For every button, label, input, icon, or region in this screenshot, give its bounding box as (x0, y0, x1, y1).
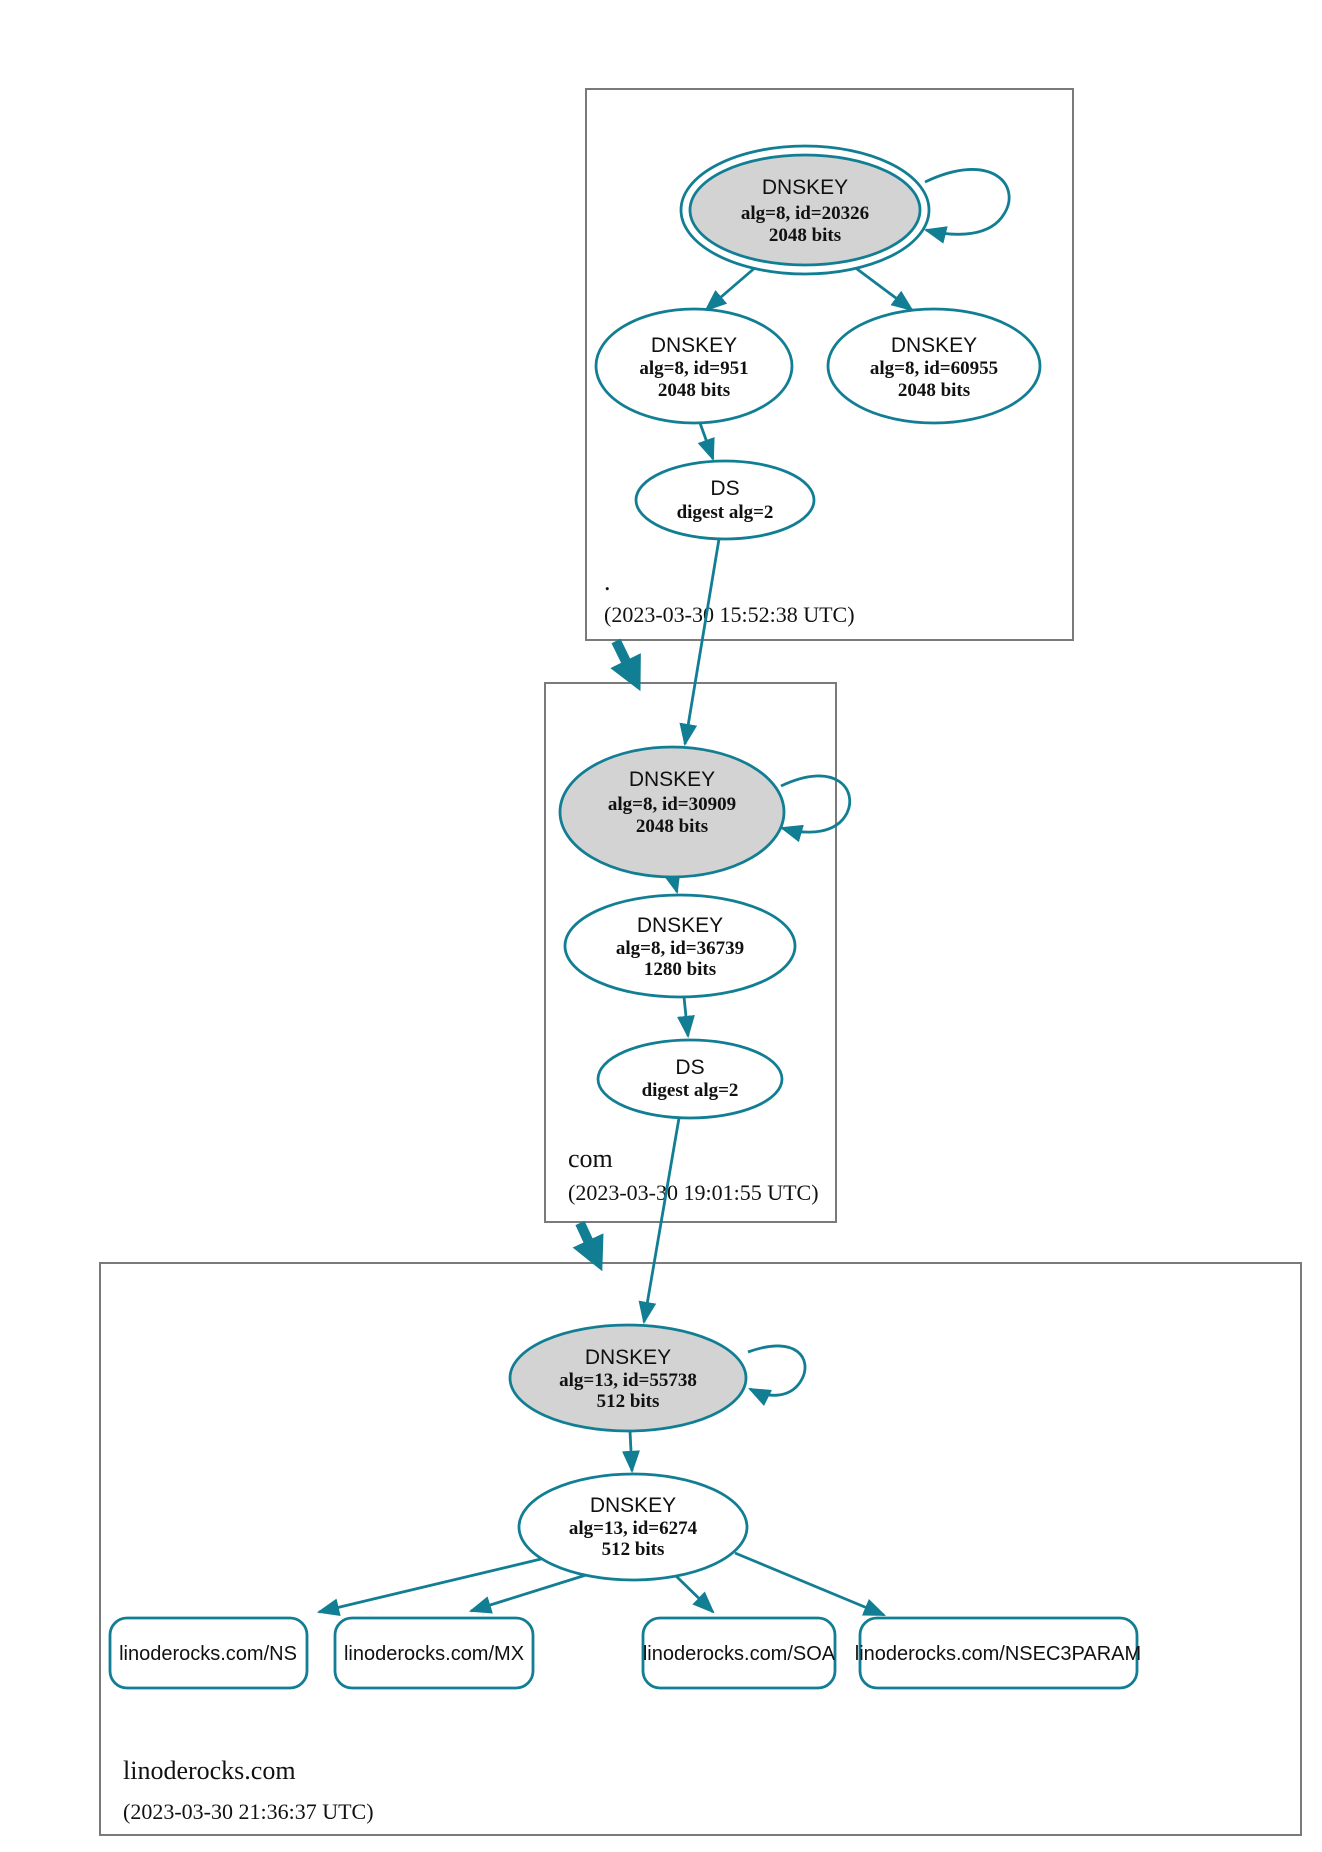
dnskey-node-55738[interactable]: DNSKEY alg=13, id=55738 512 bits (508, 1323, 748, 1433)
zone-linoderocks-content: DNSKEY alg=13, id=55738 512 bits DNSKEY … (108, 1323, 1141, 1690)
dnskey-30909-title: DNSKEY (629, 768, 715, 791)
rrset-soa-label: linoderocks.com/SOA (643, 1643, 836, 1665)
dnskey-node-20326[interactable]: DNSKEY alg=8, id=20326 2048 bits (679, 144, 931, 276)
zone-com-content: DNSKEY alg=8, id=30909 2048 bits DNSKEY … (558, 745, 852, 1120)
dnskey-20326-inner-ring[interactable] (688, 153, 922, 267)
dnskey-60955-alg: alg=8, id=60955 (870, 358, 998, 379)
dnskey-30909-bits: 2048 bits (636, 816, 708, 837)
zone-timestamp-root: (2023-03-30 15:52:38 UTC) (604, 602, 855, 627)
dnskey-6274-title: DNSKEY (590, 1494, 676, 1517)
dnskey-node-30909[interactable]: DNSKEY alg=8, id=30909 2048 bits (558, 745, 786, 879)
edge-com-zsk-to-ds (677, 996, 695, 1039)
dnskey-951-shape[interactable] (594, 307, 794, 425)
dnskey-55738-title: DNSKEY (585, 1346, 671, 1369)
ds-root-title: DS (710, 477, 739, 500)
rrset-mx-shape[interactable] (333, 1616, 535, 1690)
dnskey-node-36739[interactable]: DNSKEY alg=8, id=36739 1280 bits (563, 893, 797, 999)
dnskey-60955-bits: 2048 bits (898, 380, 970, 401)
ds-node-com[interactable]: DS digest alg=2 (596, 1038, 784, 1120)
edge-lino-zsk-to-mx (468, 1573, 587, 1614)
edge-lino-ksk-selfloop (747, 1344, 807, 1407)
ds-node-root[interactable]: DS digest alg=2 (634, 459, 816, 541)
edge-delegation-com-to-linoderocks (572, 1220, 604, 1272)
dnskey-60955-shape[interactable] (826, 307, 1042, 425)
ds-root-digest: digest alg=2 (677, 502, 774, 523)
dnskey-20326-bits: 2048 bits (769, 225, 841, 246)
zone-name-root: . (604, 567, 611, 596)
rrset-ns-label: linoderocks.com/NS (119, 1643, 297, 1665)
dnskey-6274-shape[interactable] (517, 1472, 749, 1582)
edge-com-ksk-selfloop (779, 774, 852, 843)
dnskey-60955-title: DNSKEY (891, 334, 977, 357)
edge-com-ds-to-linoderocks-ksk (638, 1117, 681, 1325)
edge-lino-zsk-to-ns (316, 1557, 542, 1617)
rrset-node-nsec3param[interactable]: linoderocks.com/NSEC3PARAM (855, 1616, 1141, 1690)
dnskey-6274-alg: alg=13, id=6274 (569, 1518, 698, 1539)
dnskey-951-bits: 2048 bits (658, 380, 730, 401)
rrset-soa-shape[interactable] (641, 1616, 837, 1690)
dnskey-55738-shape[interactable] (508, 1323, 748, 1433)
edge-delegation-root-to-com (610, 638, 641, 692)
edge-root-ksk-selfloop (923, 168, 1011, 244)
zone-root-content: DNSKEY alg=8, id=20326 2048 bits DNSKEY … (594, 144, 1042, 541)
edge-root-zsk1-to-ds (697, 422, 715, 462)
zone-name-com: com (568, 1144, 613, 1173)
dnskey-36739-bits: 1280 bits (644, 959, 716, 980)
zone-timestamp-linoderocks: (2023-03-30 21:36:37 UTC) (123, 1799, 374, 1824)
dnskey-951-alg: alg=8, id=951 (639, 358, 748, 379)
edge-root-ds-to-com-ksk (679, 538, 721, 747)
dnskey-36739-alg: alg=8, id=36739 (616, 938, 744, 959)
dnskey-30909-alg: alg=8, id=30909 (608, 794, 736, 815)
edge-root-ksk-to-zsk2 (852, 264, 914, 312)
edge-lino-zsk-to-soa (675, 1574, 715, 1614)
dnskey-55738-bits: 512 bits (597, 1391, 660, 1412)
edge-root-ksk-to-zsk1 (704, 264, 758, 312)
rrset-nsec3param-shape[interactable] (858, 1616, 1139, 1690)
edge-lino-ksk-to-zsk (622, 1430, 640, 1474)
edge-com-ksk-to-zsk (663, 870, 681, 895)
dnskey-node-60955[interactable]: DNSKEY alg=8, id=60955 2048 bits (826, 307, 1042, 425)
rrset-mx-label: linoderocks.com/MX (344, 1643, 524, 1665)
rrset-node-soa[interactable]: linoderocks.com/SOA (641, 1616, 837, 1690)
ds-com-shape[interactable] (596, 1038, 784, 1120)
ds-com-digest: digest alg=2 (642, 1080, 739, 1101)
rrset-nsec3param-label: linoderocks.com/NSEC3PARAM (855, 1643, 1141, 1665)
dnskey-951-title: DNSKEY (651, 334, 737, 357)
dnskey-36739-title: DNSKEY (637, 914, 723, 937)
dnskey-20326-title: DNSKEY (762, 176, 848, 199)
zone-name-linoderocks: linoderocks.com (123, 1756, 296, 1785)
rrset-ns-shape[interactable] (108, 1616, 309, 1690)
zone-timestamp-com: (2023-03-30 19:01:55 UTC) (568, 1180, 819, 1205)
ds-com-title: DS (675, 1056, 704, 1079)
dnskey-20326-alg: alg=8, id=20326 (741, 203, 869, 224)
rrset-node-mx[interactable]: linoderocks.com/MX (333, 1616, 535, 1690)
dnskey-30909-shape[interactable] (558, 745, 786, 879)
edge-lino-zsk-to-nsec3param (734, 1551, 887, 1617)
dnskey-node-951[interactable]: DNSKEY alg=8, id=951 2048 bits (594, 307, 794, 425)
dnskey-36739-shape[interactable] (563, 893, 797, 999)
rrset-node-ns[interactable]: linoderocks.com/NS (108, 1616, 309, 1690)
dnskey-55738-alg: alg=13, id=55738 (559, 1370, 697, 1391)
dnskey-6274-bits: 512 bits (602, 1539, 665, 1560)
dnskey-node-6274[interactable]: DNSKEY alg=13, id=6274 512 bits (517, 1472, 749, 1582)
ds-root-shape[interactable] (634, 459, 816, 541)
